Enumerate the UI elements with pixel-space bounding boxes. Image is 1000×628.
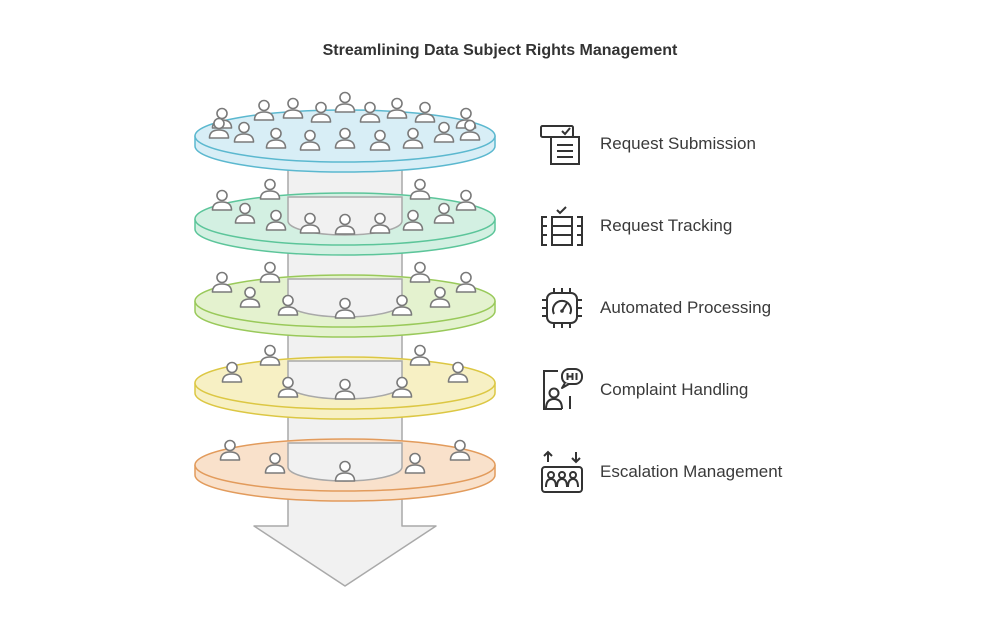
person-icon xyxy=(259,261,281,283)
legend-label: Request Submission xyxy=(600,134,756,153)
legend-label: Request Tracking xyxy=(600,216,733,235)
legend-item-request-submission: Request Submission xyxy=(538,120,756,168)
person-icon xyxy=(386,97,408,119)
person-icon xyxy=(259,344,281,366)
page-title: Streamlining Data Subject Rights Managem… xyxy=(322,42,678,59)
legend-item-request-tracking: Request Tracking xyxy=(538,202,732,250)
tracking-table-icon xyxy=(541,206,583,246)
legend-label: Complaint Handling xyxy=(600,380,749,399)
person-icon xyxy=(455,189,477,211)
person-icon xyxy=(211,271,233,293)
person-icon xyxy=(409,344,431,366)
person-icon xyxy=(334,91,356,113)
funnel-layer-disc xyxy=(194,178,496,256)
legend-item-automated-processing: Automated Processing xyxy=(538,284,771,332)
person-icon xyxy=(409,261,431,283)
legend-label: Escalation Management xyxy=(600,462,783,481)
escalation-people-icon xyxy=(541,450,583,493)
legend-label: Automated Processing xyxy=(600,298,772,317)
person-icon xyxy=(455,271,477,293)
person-icon xyxy=(259,178,281,200)
funnel-layer-disc xyxy=(194,344,496,420)
funnel-layer-disc xyxy=(194,91,496,173)
funnel-layer-disc xyxy=(194,438,496,502)
person-icon xyxy=(414,101,436,123)
legend-item-escalation-management: Escalation Management xyxy=(538,448,782,496)
document-checklist-icon xyxy=(540,125,580,165)
person-icon xyxy=(211,189,233,211)
funnel-layer-disc xyxy=(194,261,496,338)
person-icon xyxy=(409,178,431,200)
processor-gauge-icon xyxy=(542,288,582,328)
person-icon xyxy=(253,99,275,121)
legend-item-complaint-handling: Complaint Handling xyxy=(538,366,748,414)
person-icon xyxy=(282,97,304,119)
speech-bubble-person-icon xyxy=(543,368,583,410)
